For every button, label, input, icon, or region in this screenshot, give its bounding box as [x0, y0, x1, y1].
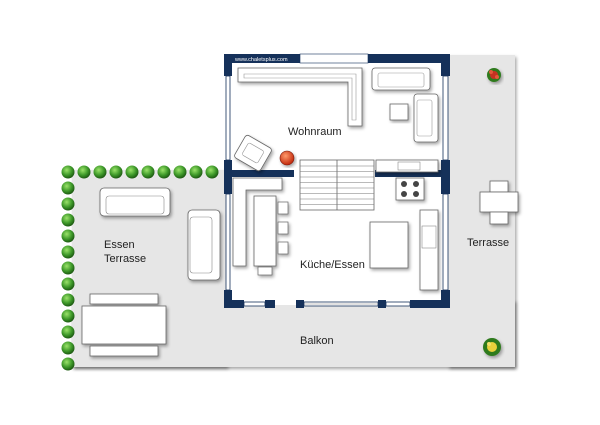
hedge-shrub — [189, 165, 203, 179]
walls — [224, 53, 450, 308]
hedge-shrub — [61, 181, 75, 195]
room-label-essen: Essen — [104, 239, 135, 251]
dining-table — [253, 195, 289, 276]
fireplace-icon — [279, 150, 295, 166]
hedge-shrub — [205, 165, 219, 179]
sofa-right — [371, 67, 439, 143]
middle-wall — [224, 170, 294, 177]
hedge-shrub — [61, 165, 75, 179]
staircase — [299, 159, 375, 211]
hedge-shrub — [61, 357, 75, 371]
dining-table-outdoor — [81, 293, 167, 357]
hedge-shrub — [125, 165, 139, 179]
hedge-shrub — [109, 165, 123, 179]
room-label-kueche-essen: Küche/Essen — [300, 259, 365, 271]
windows — [225, 75, 449, 307]
hedge-shrub — [61, 261, 75, 275]
hedge-shrub — [77, 165, 91, 179]
outdoor-sofa-top — [99, 187, 171, 217]
right-wall — [441, 54, 450, 76]
kitchen-counter-right — [419, 209, 439, 291]
hedge-shrub — [61, 213, 75, 227]
hedge-shrub — [61, 229, 75, 243]
corner-sofa — [237, 67, 363, 127]
outdoor-sofa-side — [187, 209, 221, 281]
hob-icon — [401, 181, 419, 197]
room-label-terrasse: Terrasse — [467, 237, 509, 249]
hedge-shrub — [61, 277, 75, 291]
kitchen-bench — [232, 177, 283, 267]
hedge-shrub — [61, 325, 75, 339]
hedge-shrub — [61, 341, 75, 355]
hedge-shrub — [61, 293, 75, 307]
watermark-url: www.chaletsplus.com — [234, 57, 288, 63]
room-label-wohnraum: Wohnraum — [288, 126, 342, 138]
armchair — [234, 134, 272, 172]
flower-plant-icon — [487, 68, 501, 82]
hedge-shrub — [141, 165, 155, 179]
left-wall — [224, 54, 232, 76]
hedge-shrub — [93, 165, 107, 179]
hedge-shrub — [61, 197, 75, 211]
kitchen-island — [369, 221, 409, 269]
hedge-shrub — [173, 165, 187, 179]
hedge-shrub — [157, 165, 171, 179]
room-label-terrasse-left: Terrasse — [104, 253, 146, 265]
room-label-balkon: Balkon — [300, 335, 334, 347]
terrace-table-chairs — [479, 180, 519, 225]
hedge-shrub — [61, 309, 75, 323]
bottom-wall — [224, 300, 244, 308]
coffee-table — [389, 103, 409, 121]
hedge-shrub — [61, 245, 75, 259]
plant-icon — [483, 338, 501, 356]
hedge — [61, 165, 219, 371]
